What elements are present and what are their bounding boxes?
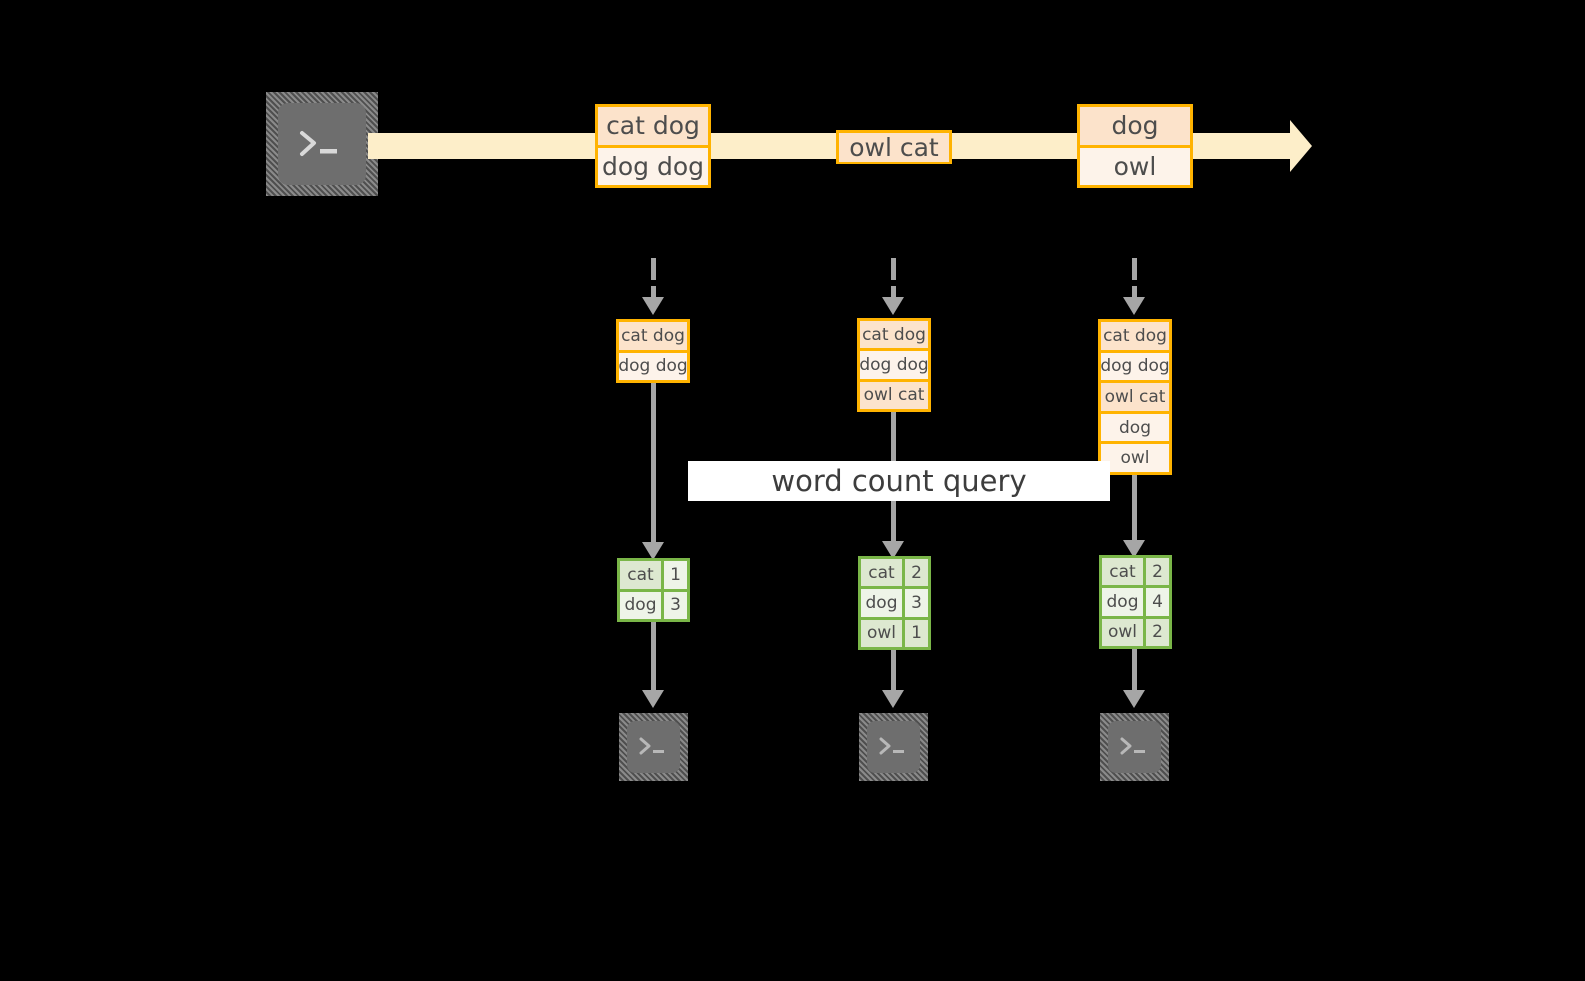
table-cell-word: cat <box>861 559 905 587</box>
stage-1-stream-state[interactable]: cat dog dog dog <box>616 319 690 383</box>
stream-state-line: dog dog <box>859 348 929 379</box>
stage-2-stream-state[interactable]: cat dog dog dog owl cat <box>857 318 931 412</box>
stream-state-line: cat dog <box>1101 322 1169 350</box>
terminal-prompt-glyph <box>879 737 904 755</box>
stream-state-line: cat dog <box>619 322 687 350</box>
stage-1-query-arrowhead <box>642 542 664 560</box>
table-row: dog 4 <box>1102 585 1169 616</box>
stream-state-line: owl cat <box>1101 380 1169 411</box>
stream-state-line: dog dog <box>1100 349 1170 381</box>
table-cell-word: owl <box>1102 618 1146 646</box>
stream-state-line: dog dog <box>618 349 688 380</box>
stage-3-output-stem <box>1132 649 1137 692</box>
stream-event-line: cat dog <box>598 107 708 145</box>
table-row: owl 1 <box>861 616 928 647</box>
table-cell-count: 2 <box>1146 558 1169 586</box>
word-count-query-label: word count query <box>688 461 1110 501</box>
stage-1-consumer-terminal-icon <box>619 713 688 781</box>
table-cell-word: cat <box>1102 558 1146 586</box>
stage-1-inflow-stem <box>651 286 656 298</box>
stream-state-line: cat dog <box>860 321 928 349</box>
stage-3-inflow-arrowhead <box>1123 297 1145 315</box>
table-cell-count: 4 <box>1146 588 1169 616</box>
stage-2-inflow-arrowhead <box>882 297 904 315</box>
stream-event-line: dog dog <box>598 144 708 185</box>
stage-3-result-table[interactable]: cat 2 dog 4 owl 2 <box>1099 555 1172 649</box>
stage-2-query-arrowhead <box>882 541 904 559</box>
table-cell-word: owl <box>861 619 905 647</box>
stage-3-query-stem <box>1132 475 1137 545</box>
table-cell-word: cat <box>620 561 664 589</box>
table-row: dog 3 <box>861 586 928 617</box>
table-row: dog 3 <box>620 588 687 619</box>
stage-2-inflow-dash <box>891 258 896 280</box>
terminal-prompt-glyph <box>1120 737 1145 755</box>
stage-3-inflow-dash <box>1132 258 1137 280</box>
table-row: owl 2 <box>1102 615 1169 646</box>
stream-event-line: owl cat <box>839 133 949 162</box>
table-cell-count: 3 <box>905 589 928 617</box>
terminal-prompt-glyph <box>300 131 337 156</box>
stage-2-consumer-terminal-icon <box>859 713 928 781</box>
stage-1-output-stem <box>651 622 656 692</box>
stream-state-line: owl <box>1101 441 1169 472</box>
stage-1-output-arrowhead <box>642 690 664 708</box>
stage-1-result-table[interactable]: cat 1 dog 3 <box>617 558 690 622</box>
table-cell-count: 3 <box>664 591 687 619</box>
stream-event-line: dog <box>1080 107 1190 145</box>
stage-2-output-stem <box>891 650 896 692</box>
stage-2-result-table[interactable]: cat 2 dog 3 owl 1 <box>858 556 931 650</box>
terminal-screen <box>627 721 680 773</box>
stream-state-line: dog <box>1101 410 1169 442</box>
callout-text: word count query <box>771 464 1027 498</box>
stage-3-consumer-terminal-icon <box>1100 713 1169 781</box>
timeline-arrowhead <box>1290 120 1312 172</box>
table-cell-word: dog <box>620 591 664 619</box>
table-row: cat 2 <box>861 559 928 587</box>
terminal-prompt-glyph <box>639 737 664 755</box>
table-cell-word: dog <box>861 589 905 617</box>
producer-terminal-icon <box>266 92 378 196</box>
terminal-screen <box>278 103 366 185</box>
table-cell-count: 1 <box>905 619 928 647</box>
terminal-screen <box>867 721 920 773</box>
stage-1-inflow-arrowhead <box>642 297 664 315</box>
table-cell-count: 2 <box>1146 618 1169 646</box>
stream-event-2[interactable]: owl cat <box>836 130 952 164</box>
stage-3-stream-state[interactable]: cat dog dog dog owl cat dog owl <box>1098 319 1172 475</box>
table-cell-count: 2 <box>905 559 928 587</box>
stage-3-inflow-stem <box>1132 286 1137 298</box>
stage-2-output-arrowhead <box>882 690 904 708</box>
stream-event-1[interactable]: cat dog dog dog <box>595 104 711 188</box>
table-cell-word: dog <box>1102 588 1146 616</box>
stream-event-line: owl <box>1080 144 1190 185</box>
stream-event-3[interactable]: dog owl <box>1077 104 1193 188</box>
stage-1-inflow-dash <box>651 258 656 280</box>
stage-3-query-arrowhead <box>1123 540 1145 558</box>
stage-1-query-stem <box>651 383 656 548</box>
terminal-screen <box>1108 721 1161 773</box>
table-cell-count: 1 <box>664 561 687 589</box>
stage-2-inflow-stem <box>891 286 896 298</box>
stream-state-line: owl cat <box>860 378 928 409</box>
table-row: cat 1 <box>620 561 687 589</box>
table-row: cat 2 <box>1102 558 1169 586</box>
stage-3-output-arrowhead <box>1123 690 1145 708</box>
